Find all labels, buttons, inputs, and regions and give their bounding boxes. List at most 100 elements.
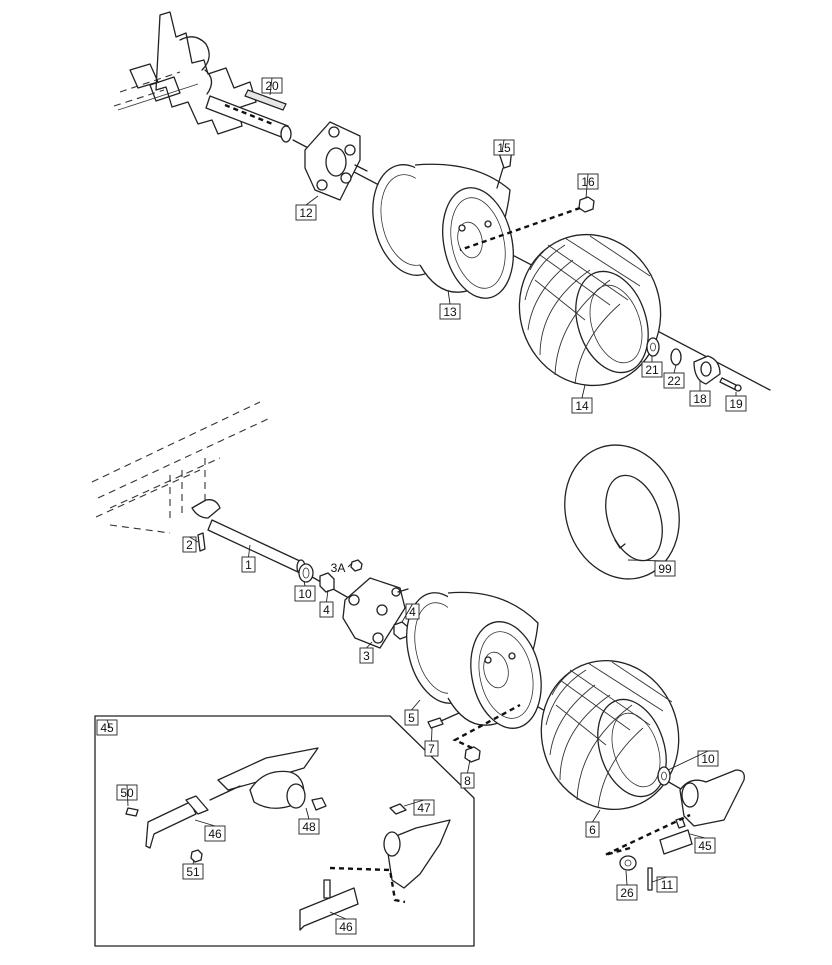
- callout-c5: 5: [404, 699, 421, 726]
- inset-45: [94, 715, 475, 947]
- callout-c16: 16: [577, 173, 599, 199]
- callout-leader: [689, 833, 706, 839]
- callout-c22: 22: [663, 364, 685, 389]
- callout-leader: [189, 536, 199, 543]
- callout-number: 5: [408, 711, 415, 725]
- callout-c18: 18: [689, 380, 711, 407]
- callout-c47: 47: [403, 799, 435, 816]
- callout-c13: 13: [439, 289, 461, 320]
- callout-c20: 20: [261, 77, 283, 96]
- callout-leader: [269, 77, 273, 96]
- bushing-4-a: [319, 572, 335, 593]
- callout-number: 45: [698, 839, 712, 853]
- callout-leader: [305, 807, 310, 820]
- callout-number: 50: [120, 786, 134, 800]
- callout-c19: 19: [725, 392, 747, 412]
- callout-leader: [667, 750, 709, 771]
- washer-21: [646, 337, 660, 357]
- lower-tyre-6: [540, 659, 680, 811]
- callout-c15: 15: [493, 139, 515, 156]
- cap-18: [693, 355, 721, 385]
- callout-c7: 7: [424, 727, 439, 757]
- callout-c46a: 46: [194, 819, 226, 842]
- callout-number: 48: [302, 820, 316, 834]
- nut-16: [459, 196, 595, 252]
- callout-leader: [501, 139, 505, 153]
- washer-10-b: [657, 766, 671, 786]
- callout-leader: [194, 819, 216, 827]
- bushing-4-b: [393, 621, 409, 640]
- callout-number: 46: [208, 827, 222, 841]
- callout-c8: 8: [460, 759, 475, 789]
- callout-number: 21: [645, 363, 659, 377]
- callout-number: 2: [186, 538, 193, 552]
- callout-c1: 1: [241, 544, 256, 573]
- callout-leader: [248, 544, 251, 558]
- callout-leader: [585, 173, 589, 199]
- callout-c11: 11: [651, 876, 678, 893]
- callout-leader: [347, 562, 353, 568]
- callout-number: 10: [298, 587, 312, 601]
- callout-number: 3: [363, 649, 370, 663]
- callout-c51: 51: [182, 859, 204, 880]
- callout-c10b: 10: [667, 750, 719, 771]
- bolt-19: [719, 377, 742, 392]
- callout-leader: [625, 870, 628, 886]
- callout-c45a: 45: [96, 719, 118, 736]
- lower-frame: [91, 401, 271, 534]
- callout-c46b: 46: [329, 911, 357, 935]
- callout-number: 47: [417, 801, 431, 815]
- callout-number: 6: [589, 823, 596, 837]
- callout-leader: [305, 195, 319, 206]
- callout-leader: [431, 727, 433, 742]
- callout-leader: [627, 559, 666, 562]
- callout-number: 10: [701, 752, 715, 766]
- upper-rim-13: [372, 163, 514, 299]
- callout-number: 20: [265, 79, 279, 93]
- callout-c21: 21: [641, 356, 663, 378]
- callout-c99: 99: [627, 559, 676, 577]
- key-part-20: [244, 89, 287, 111]
- bracket-45: [604, 769, 745, 857]
- upper-hub-12: [304, 121, 368, 201]
- callout-c26: 26: [616, 870, 638, 901]
- callout-c14: 14: [571, 384, 593, 414]
- callout-leader: [581, 384, 586, 399]
- callout-leader: [447, 289, 451, 305]
- callout-leader: [303, 580, 306, 587]
- callout-number: 51: [186, 865, 200, 879]
- nut-8: [452, 703, 521, 763]
- callout-c3A: 3A: [331, 561, 353, 575]
- callout-c4b: 4: [401, 603, 420, 623]
- callout-leader: [673, 364, 677, 374]
- callout-c50: 50: [116, 784, 138, 807]
- callout-leader: [467, 759, 471, 774]
- callout-number: 1: [245, 558, 252, 572]
- callout-leader: [401, 603, 413, 623]
- bearing-10-a: [298, 563, 314, 583]
- callout-c6: 6: [585, 809, 601, 838]
- callout-number: 4: [409, 605, 416, 619]
- callout-number: 46: [339, 920, 353, 934]
- callout-number: 19: [729, 397, 743, 411]
- callout-leader: [403, 799, 425, 807]
- callout-c3: 3: [359, 641, 374, 664]
- callout-number: 22: [667, 374, 681, 388]
- callout-number: 99: [658, 562, 672, 576]
- callout-number: 16: [581, 175, 595, 189]
- callout-c12: 12: [295, 195, 319, 221]
- callout-c4a: 4: [319, 589, 334, 618]
- nut-3A: [350, 559, 363, 572]
- callout-number: 4: [323, 603, 330, 617]
- callout-number: 8: [464, 774, 471, 788]
- upper-axle-frame: [113, 11, 257, 135]
- callout-number: 12: [299, 206, 313, 220]
- callout-leader: [326, 589, 329, 603]
- washer-26: [619, 855, 637, 871]
- callout-leader: [651, 876, 668, 883]
- callout-c2: 2: [182, 536, 199, 553]
- ring-22: [670, 348, 682, 366]
- callout-leader: [411, 699, 421, 711]
